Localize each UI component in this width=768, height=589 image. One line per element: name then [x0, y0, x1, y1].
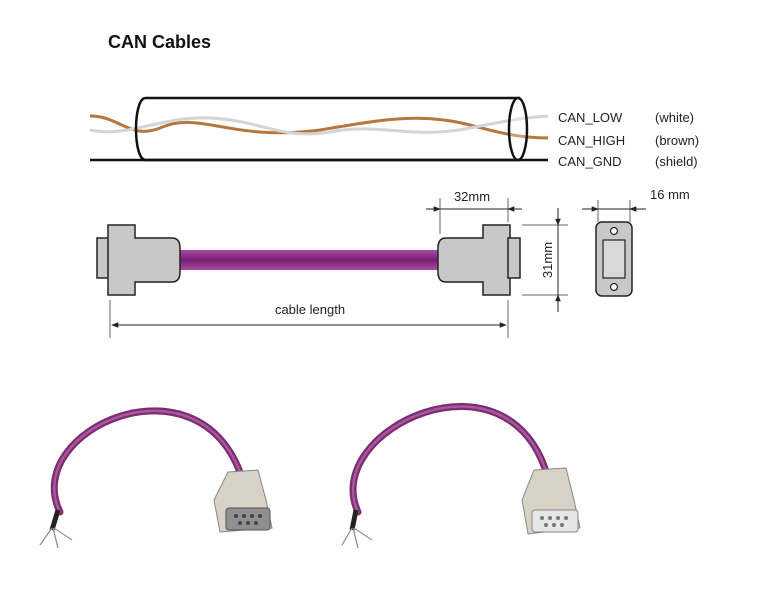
- dim-connector-length: 32mm: [454, 189, 490, 204]
- left-connector: [96, 224, 181, 296]
- right-connector: [437, 224, 521, 296]
- cable-length-label: cable length: [275, 302, 345, 317]
- signal-can-high: CAN_HIGH: [558, 133, 625, 148]
- signal-can-low-color: (white): [655, 110, 694, 125]
- cable-body: [178, 250, 440, 270]
- signal-can-low: CAN_LOW: [558, 110, 623, 125]
- diagram-title: CAN Cables: [108, 32, 212, 52]
- tube-outline: [145, 96, 520, 162]
- cable-photo-male: [39, 407, 273, 549]
- dim-connector-width: 16 mm: [650, 187, 690, 202]
- dim-connector-height: 31mm: [540, 242, 555, 278]
- tube-left-end: [134, 96, 146, 162]
- shield-tube: [89, 96, 549, 162]
- signal-can-gnd: CAN_GND: [558, 154, 622, 169]
- white-wire: [89, 114, 549, 136]
- cable-photo-female: [341, 403, 581, 549]
- connector-end-view: [595, 221, 633, 297]
- tube-right-end: [507, 96, 529, 162]
- signal-can-gnd-color: (shield): [655, 154, 698, 169]
- signal-can-high-color: (brown): [655, 133, 699, 148]
